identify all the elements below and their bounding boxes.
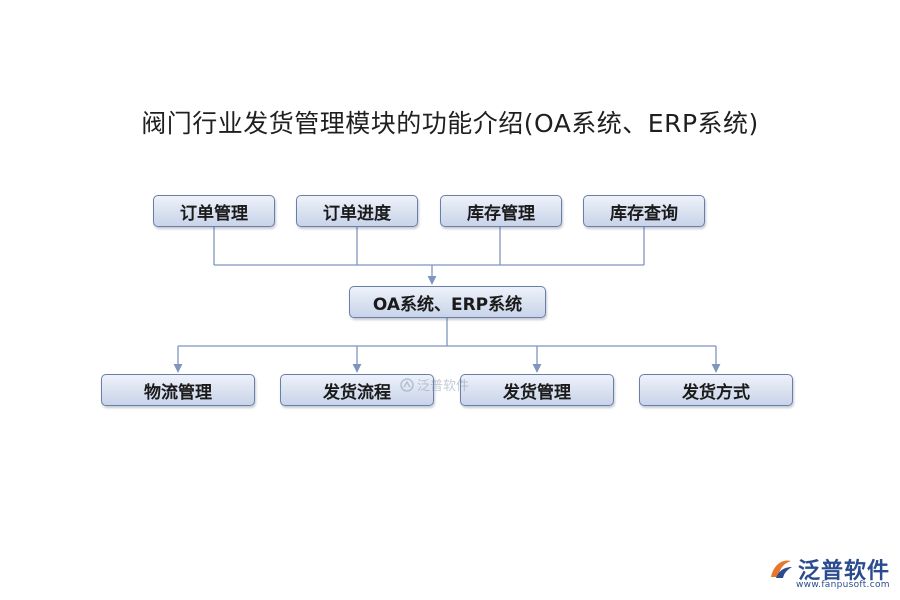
node-shipping-method: 发货方式: [639, 374, 793, 406]
node-label: 发货管理: [503, 382, 571, 403]
node-order-progress: 订单进度: [296, 195, 418, 227]
node-label: 订单进度: [323, 203, 391, 224]
node-label: 库存管理: [467, 203, 535, 224]
fanpu-logo-icon: [771, 560, 792, 578]
diagram-title: 阀门行业发货管理模块的功能介绍(OA系统、ERP系统): [141, 109, 759, 138]
node-inventory-query: 库存查询: [583, 195, 705, 227]
node-shipping-management: 发货管理: [460, 374, 614, 406]
node-shipping-process: 发货流程: [280, 374, 434, 406]
node-order-management: 订单管理: [153, 195, 275, 227]
node-logistics-management: 物流管理: [101, 374, 255, 406]
node-label: 订单管理: [180, 203, 248, 224]
node-oa-erp-system: OA系统、ERP系统: [349, 286, 546, 318]
node-label: 库存查询: [610, 203, 678, 224]
node-inventory-management: 库存管理: [440, 195, 562, 227]
node-label: OA系统、ERP系统: [372, 294, 523, 315]
node-label: 发货流程: [323, 382, 391, 403]
logo-url: www.fanpusoft.com: [796, 580, 890, 590]
node-label: 物流管理: [144, 382, 212, 403]
logo-name: 泛普软件: [798, 559, 891, 584]
fanpu-logo: 泛普软件: [768, 553, 890, 585]
node-label: 发货方式: [682, 382, 750, 403]
